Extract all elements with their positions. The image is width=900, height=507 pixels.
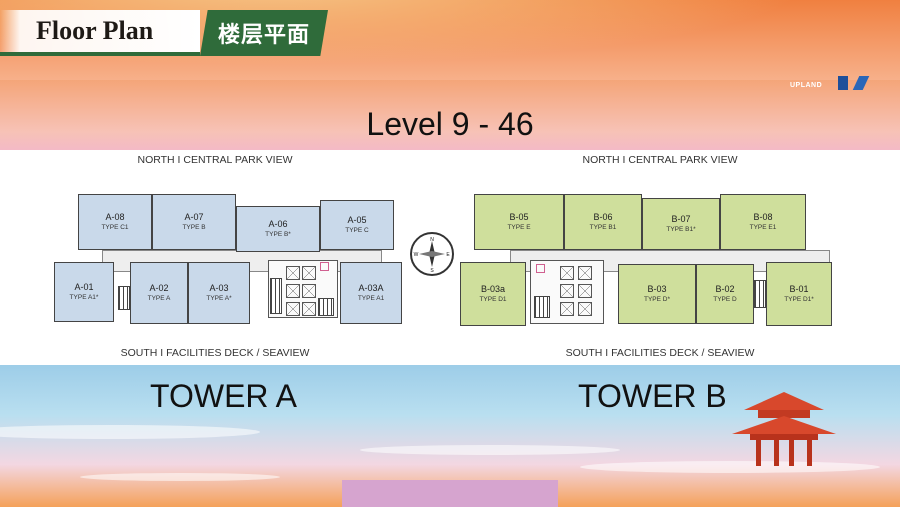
upland-logo: UPLAND [790,76,882,94]
compass-n: N [430,237,434,243]
unit-code: B-01 [789,284,809,294]
unit-a-03a[interactable]: A-03A TYPE A1 [340,262,402,324]
unit-b-01[interactable]: B-01 TYPE D1* [766,262,832,326]
header-title-en-box: Floor Plan [0,10,200,56]
unit-a-01[interactable]: A-01 TYPE A1* [54,262,114,322]
unit-a-06[interactable]: A-06 TYPE B* [236,206,320,252]
unit-b-02[interactable]: B-02 TYPE D [696,264,754,324]
lift-shaft [302,266,316,280]
unit-code: B-03 [647,284,667,294]
tower-b-plan: NORTH I CENTRAL PARK VIEW SOUTH I FACILI… [450,150,900,365]
unit-type: TYPE D* [643,296,670,303]
unit-code: A-08 [105,212,125,222]
compass-rose-icon: N E S W [414,237,451,274]
unit-type: TYPE D1* [784,296,814,303]
compass-s: S [430,268,434,274]
lift-shaft [286,302,300,316]
unit-type: TYPE B1 [589,224,617,231]
header-title-cn-box: 楼层平面 [200,10,328,56]
wave-decoration [580,461,880,473]
unit-type: TYPE B [182,224,206,231]
unit-b-06[interactable]: B-06 TYPE B1 [564,194,642,250]
unit-code: B-03a [480,284,506,294]
unit-code: A-02 [149,283,169,293]
compass-e: E [446,252,450,258]
unit-type: TYPE A1* [69,294,99,301]
south-view-label: SOUTH I FACILITIES DECK / SEAVIEW [565,347,755,359]
unit-type: TYPE E1 [749,224,777,231]
unit-code: B-06 [593,212,613,222]
unit-a-05[interactable]: A-05 TYPE C [320,200,394,250]
tower-b-label: TOWER B [578,378,727,414]
staircase [270,278,282,314]
unit-code: A-03 [209,283,229,293]
unit-type: TYPE A* [206,295,232,302]
staircase [754,280,766,308]
unit-type: TYPE C [345,227,369,234]
unit-type: TYPE D1 [479,296,507,303]
wave-decoration [360,445,620,455]
unit-type: TYPE A1 [357,295,385,302]
unit-type: TYPE D [713,296,737,303]
tower-a-plan: NORTH I CENTRAL PARK VIEW SOUTH I FACILI… [0,150,410,365]
unit-a-08[interactable]: A-08 TYPE C1 [78,194,152,250]
unit-code: A-03A [358,283,384,293]
staircase [534,296,550,318]
header-title-cn: 楼层平面 [217,22,310,47]
pagoda-icon [732,392,836,466]
unit-type: TYPE A [147,295,171,302]
unit-a-03[interactable]: A-03 TYPE A* [188,262,250,324]
unit-code: B-05 [509,212,529,222]
lift-shaft [560,284,574,298]
north-view-label: NORTH I CENTRAL PARK VIEW [137,154,293,166]
floor-plan-panel: NORTH I CENTRAL PARK VIEW SOUTH I FACILI… [0,150,900,365]
unit-code: B-07 [671,214,691,224]
wave-decoration [80,473,280,481]
unit-a-07[interactable]: A-07 TYPE B [152,194,236,250]
compass-icon: N E S W [410,232,454,276]
unit-code: A-05 [347,215,367,225]
lift-shaft [560,266,574,280]
logo-mark-icon [838,76,848,90]
north-view-label: NORTH I CENTRAL PARK VIEW [582,154,738,166]
compass-w: W [414,252,419,258]
unit-b-05[interactable]: B-05 TYPE E [474,194,564,250]
service-room [320,262,329,271]
staircase [318,298,334,316]
service-room [536,264,545,273]
unit-code: B-02 [715,284,735,294]
header-title-en: Floor Plan [36,16,154,45]
tower-a-label: TOWER A [150,378,297,414]
south-view-label: SOUTH I FACILITIES DECK / SEAVIEW [120,347,310,359]
lift-shaft [302,302,316,316]
lift-shaft [578,284,592,298]
unit-code: A-07 [184,212,204,222]
unit-b-03a[interactable]: B-03a TYPE D1 [460,262,526,326]
lift-shaft [578,266,592,280]
unit-b-07[interactable]: B-07 TYPE B1* [642,198,720,250]
bottom-strip [342,480,558,507]
staircase [118,286,130,310]
wave-decoration [0,425,260,439]
unit-type: TYPE C1 [101,224,129,231]
unit-code: A-06 [268,219,288,229]
level-title: Level 9 - 46 [366,106,534,142]
unit-type: TYPE E [507,224,531,231]
lift-shaft [286,266,300,280]
lift-shaft [286,284,300,298]
lift-shaft [302,284,316,298]
lift-shaft [578,302,592,316]
unit-type: TYPE B* [265,231,291,238]
unit-a-02[interactable]: A-02 TYPE A [130,262,188,324]
logo-mark-icon [852,76,870,90]
header-banner: Floor Plan 楼层平面 [0,10,330,56]
unit-type: TYPE B1* [666,226,696,233]
unit-code: A-01 [74,282,94,292]
unit-code: B-08 [753,212,773,222]
unit-b-03[interactable]: B-03 TYPE D* [618,264,696,324]
unit-b-08[interactable]: B-08 TYPE E1 [720,194,806,250]
logo-text: UPLAND [790,82,823,89]
lift-shaft [560,302,574,316]
